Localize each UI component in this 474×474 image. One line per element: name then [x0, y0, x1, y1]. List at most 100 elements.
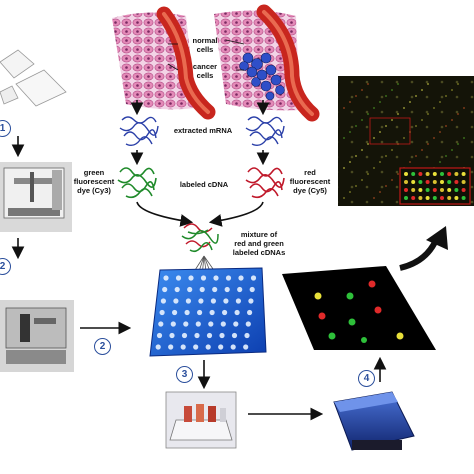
scan-spot: [463, 107, 465, 109]
slide-spot: [158, 321, 164, 327]
scan-spot: [457, 83, 459, 85]
slide-spot: [185, 298, 191, 304]
arrow-green-to-mixture: [136, 201, 194, 227]
slide-spot: [199, 286, 205, 293]
zoom-spot: [461, 180, 466, 184]
red-dye-label: red fluorescent dye (Cy5): [289, 168, 331, 195]
slide-spot: [198, 298, 204, 304]
slide-spot: [162, 286, 168, 293]
scan-spot: [397, 173, 399, 175]
scan-spot: [463, 137, 465, 139]
zoom-spot: [440, 196, 444, 200]
scan-spot: [373, 167, 375, 169]
zoom-spot: [418, 172, 423, 176]
scan-spot: [367, 173, 369, 175]
scan-spot: [343, 197, 345, 199]
zoom-spot: [418, 180, 423, 184]
scan-spot: [421, 149, 423, 151]
slide-spot: [193, 344, 199, 350]
zoom-spot: [411, 196, 416, 200]
slide-spot: [183, 321, 189, 327]
slide-spot: [225, 275, 232, 281]
slide-spot: [243, 344, 249, 350]
normal-cells-tissue: [112, 6, 216, 120]
cancer-cells-tissue: [214, 4, 320, 122]
slide-spot: [181, 332, 188, 339]
cdna-red: [245, 167, 285, 199]
zoom-spot: [454, 180, 459, 184]
slide-spot: [180, 344, 186, 350]
scan-spot: [451, 89, 453, 91]
slide-spot: [205, 344, 211, 350]
zoom-spot: [454, 188, 459, 192]
slide-spot: [238, 275, 244, 281]
zoom-spot: [418, 196, 423, 200]
cdna-mixture: [181, 223, 219, 253]
curved-arrow-icon: [399, 238, 439, 271]
slide-spot: [218, 344, 224, 350]
zoom-spot: [454, 172, 459, 176]
scan-spot: [373, 137, 375, 139]
slide-spot: [231, 332, 238, 339]
scan-spot: [373, 197, 375, 199]
scan-spot: [385, 185, 387, 187]
slide-spot: [213, 275, 219, 281]
mrna-right: [245, 116, 285, 147]
zoom-spot: [432, 180, 437, 184]
zoom-spot: [447, 188, 452, 192]
slide-spot: [188, 275, 194, 281]
scan-spot: [439, 101, 441, 103]
slide-spot: [212, 286, 218, 293]
scan-spot: [457, 113, 459, 115]
slide-spot: [208, 321, 214, 327]
scan-spot: [361, 119, 363, 121]
scan-spot: [391, 119, 393, 121]
arrow-red-to-mixture: [208, 201, 264, 227]
slide-spot: [195, 321, 201, 327]
scan-spot: [409, 101, 411, 103]
zoom-spot: [440, 180, 444, 184]
slide-spot: [194, 332, 200, 339]
slide-spot: [187, 286, 193, 293]
scan-spot: [445, 125, 447, 127]
scan-spot: [391, 179, 393, 181]
mixture-label: mixture of red and green labeled cDNAs: [232, 230, 286, 257]
microarray-slide: [149, 267, 267, 357]
scan-spot: [367, 113, 369, 115]
slide-spot: [247, 309, 253, 316]
slide-stack-icon: [0, 49, 67, 107]
scan-spot: [445, 95, 447, 97]
scan-spot: [361, 149, 363, 151]
scan-spot: [385, 95, 387, 97]
scan-spot: [451, 149, 453, 151]
slide-spot: [163, 275, 169, 281]
slide-spot: [170, 321, 176, 327]
zoom-spot: [411, 172, 416, 176]
zoom-spot: [461, 196, 466, 200]
slide-spot: [197, 309, 203, 316]
zoom-spot: [440, 188, 444, 192]
zoom-spot: [432, 196, 437, 200]
zoom-spot: [425, 188, 430, 192]
slide-spot: [237, 286, 243, 293]
slide-spot: [169, 332, 175, 339]
normal-cells-label: normal cells: [192, 36, 218, 54]
cdna-green: [117, 167, 157, 199]
scan-spot: [403, 107, 405, 109]
slide-spot: [160, 298, 166, 304]
green-dye-label: green fluorescent dye (Cy3): [73, 168, 115, 195]
slide-spot: [244, 332, 250, 339]
zoom-spot: [418, 188, 423, 192]
scan-spot: [457, 143, 459, 145]
slide-spot: [184, 309, 190, 316]
scan-spot: [349, 161, 351, 163]
slide-spot: [235, 298, 241, 304]
zoom-spot: [432, 172, 437, 176]
slide-spot: [156, 332, 163, 339]
slide-spot: [209, 309, 215, 316]
scan-spot: [439, 161, 441, 163]
zoom-spot: [411, 188, 416, 192]
scan-spot: [391, 149, 393, 151]
